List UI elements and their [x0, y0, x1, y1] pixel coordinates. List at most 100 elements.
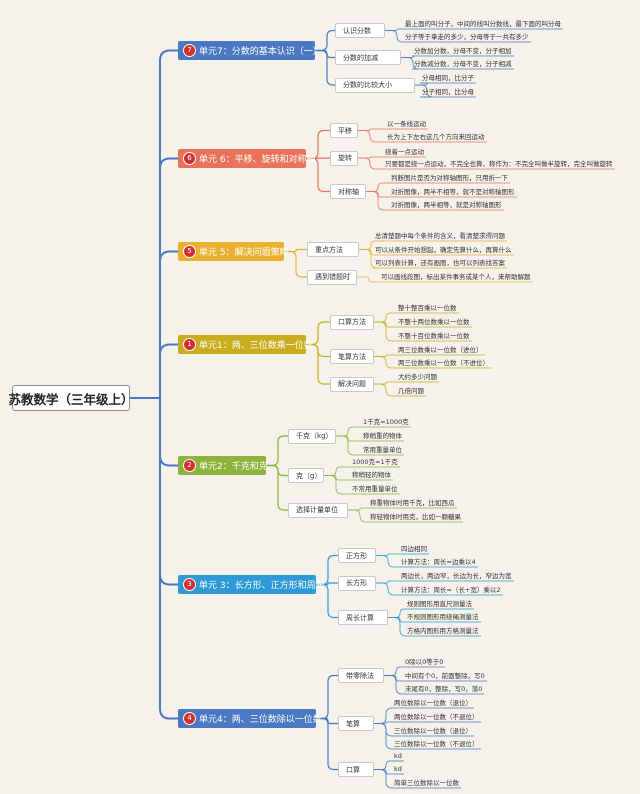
leaf-node: 规则图形用直尺测量法 [407, 600, 472, 608]
leaf-branch-line [359, 249, 374, 256]
leaf-branch-line [385, 30, 403, 43]
leaf-node: 分数减分数，分母不变，分子相减 [414, 60, 512, 68]
leaf-branch-line [374, 707, 393, 724]
leaf-branch-line [366, 191, 389, 211]
leaf-node: 计算方法：周长=（长+宽）乘以2 [401, 586, 501, 594]
unit-title: 单元 6：平移、旋转和对称轴 [199, 155, 316, 165]
subtopic-node: 选择计量单位 [288, 502, 348, 518]
subtopic-branch-line [316, 583, 338, 619]
subtopic-node: 认识分数 [335, 23, 385, 38]
unit-number-badge: 1 [183, 338, 196, 351]
leaf-node: 总清楚题中每个条件的含义，看清楚求得问题 [375, 232, 505, 240]
subtopic-node: 口算 [338, 762, 374, 777]
leaf-node: kd [394, 752, 402, 760]
leaf-node: 分数加分数，分母不变，分子相加 [414, 47, 512, 55]
leaf-node: 绕着一点运动 [385, 148, 424, 156]
leaf-branch-line [366, 182, 389, 192]
leaf-node: 分子相同，比分母 [422, 88, 474, 96]
subtopic-node: 分数的加减 [335, 50, 401, 65]
leaf-branch-line [358, 157, 383, 170]
leaf-node: 以一条线运动 [387, 120, 426, 128]
leaf-branch-line [336, 435, 361, 442]
leaf-branch-line [336, 426, 361, 437]
leaf-branch-line [374, 769, 392, 775]
unit-title: 单元7：分数的基本认识（一） [199, 47, 322, 57]
unit-branch-line [159, 157, 178, 398]
subtopic-branch-line [306, 157, 330, 193]
leaf-node: 不规则图形用绕绳测量法 [407, 613, 479, 621]
unit-title: 单元 3：长方形、正方形和周长 [199, 581, 325, 591]
leaf-node: 称稍重的物体 [363, 432, 402, 440]
leaf-node: 称轻物体时用克，比如一颗糖果 [370, 513, 461, 521]
leaf-node: 两三位数乘以一位数（进位） [398, 346, 483, 354]
leaf-node: 分母相同，比分子 [422, 74, 474, 82]
leaf-node: 整十整百乘以一位数 [398, 304, 457, 312]
leaf-node: 两三位数乘以一位数（不进位） [398, 359, 489, 367]
leaf-node: 称重物体时用千克，比如西瓜 [370, 499, 455, 507]
leaf-node: 0除以0等于0 [405, 658, 444, 666]
leaf-node: 长为上下左右这几个方向来回运动 [387, 133, 485, 141]
leaf-node: 称稍轻的物体 [352, 471, 391, 479]
leaf-branch-line [384, 675, 403, 695]
leaf-node: 判断图片是否为对称轴图形，只用折一下 [391, 174, 508, 182]
leaf-node: 可以从条件开始想起，确定先算什么，再算什么 [375, 246, 512, 254]
unit-title: 单元2：千克和克 [199, 462, 268, 472]
leaf-branch-line [388, 608, 405, 618]
unit-title: 单元1：两、三位数乘一位数 [199, 341, 313, 351]
unit-branch-line [159, 398, 178, 586]
unit-branch-line [159, 49, 178, 398]
subtopic-branch-line [316, 717, 338, 771]
leaf-branch-line [374, 356, 396, 369]
leaf-node: 末尾有0，整除，写0，落0 [405, 685, 483, 693]
subtopic-node: 长方形 [338, 575, 376, 591]
leaf-node: 对折图像，两半不相等，就不是对称轴图形 [391, 188, 515, 196]
leaf-branch-line [376, 582, 399, 596]
leaf-node: 大约多少问题 [398, 373, 437, 381]
unit-number-badge: 7 [183, 44, 196, 57]
leaf-node: 三位数除以一位数（退位） [394, 727, 472, 735]
leaf-branch-line [324, 475, 350, 481]
leaf-branch-line [358, 130, 385, 143]
unit-number-badge: 2 [183, 459, 196, 472]
leaf-node: 简单三位数除以一位数 [394, 779, 459, 787]
subtopic-node: 笔算方法 [330, 349, 374, 364]
leaf-node: 1000克=1千克 [352, 458, 398, 466]
leaf-node: 对折图像，两半相等，就是对称轴图形 [391, 201, 502, 209]
leaf-node: 两位数除以一位数（不退位） [394, 713, 479, 721]
leaf-branch-line [374, 723, 393, 737]
unit-title: 单元4：两、三位数除以一位数 [199, 715, 322, 725]
leaf-branch-line [324, 475, 350, 495]
subtopic-branch-line [284, 248, 307, 253]
leaf-branch-line [374, 312, 396, 323]
leaf-node: 常用重量单位 [363, 446, 402, 454]
unit-branch-line [159, 398, 178, 467]
leaf-node: 不整十百位数乘以一位数 [398, 332, 470, 340]
subtopic-node: 分数的比较大小 [335, 77, 415, 93]
leaf-node: 方格内图形用方格测量法 [407, 627, 479, 635]
leaf-node: 1千克=1000克 [363, 418, 409, 426]
leaf-node: kd [394, 765, 402, 773]
subtopic-node: 正方形 [338, 548, 376, 563]
leaf-branch-line [376, 553, 399, 556]
leaf-branch-line [374, 760, 392, 770]
leaf-node: 计算方法：周长=边乘以4 [401, 558, 476, 566]
unit-title: 单元 5：解决问题策略 [199, 248, 289, 258]
unit-number-badge: 3 [183, 578, 196, 591]
leaf-branch-line [374, 321, 396, 328]
subtopic-node: 周长计算 [338, 610, 388, 625]
unit-branch-line [159, 398, 178, 720]
leaf-branch-line [374, 383, 396, 397]
leaf-branch-line [324, 466, 350, 476]
leaf-node: 最上面的叫分子，中间的线叫分数线，最下面的叫分母 [405, 20, 561, 28]
root-node: 苏教数学（三年级上） [9, 385, 134, 411]
leaf-branch-line [348, 507, 368, 511]
leaf-branch-line [357, 276, 379, 283]
leaf-node: 可以画线段图，标出某件事务或某个人，来帮助解题 [381, 273, 531, 281]
